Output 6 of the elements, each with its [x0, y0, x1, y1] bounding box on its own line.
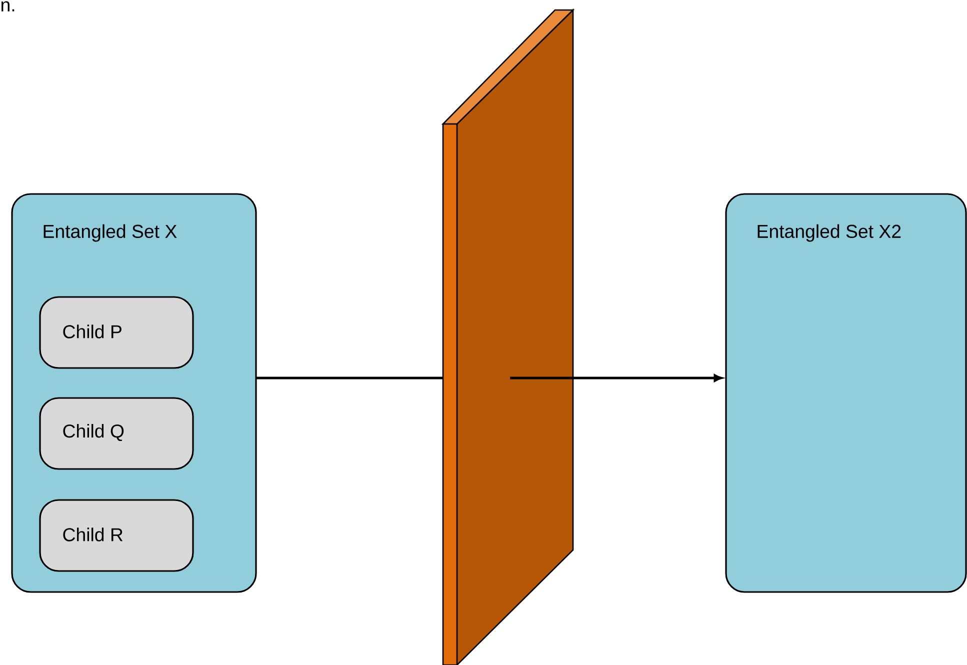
- child-box: Child P: [39, 296, 194, 369]
- group-box: Entangled Set X2: [725, 193, 967, 593]
- child-box: Child R: [39, 499, 194, 572]
- arrow: [510, 374, 722, 382]
- note-text: n.: [2, 1, 14, 12]
- child-box: Child Q: [39, 397, 194, 470]
